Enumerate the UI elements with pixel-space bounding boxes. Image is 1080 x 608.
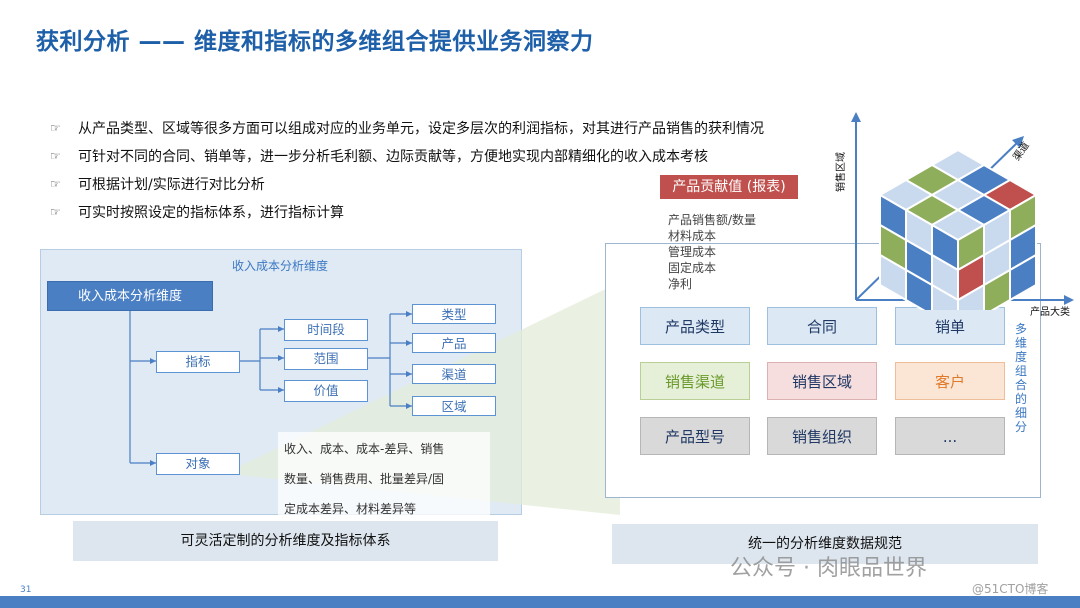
object-line: 数量、销售费用、批量差异/固 bbox=[284, 472, 445, 486]
dimension-cell: 销售组织 bbox=[767, 417, 877, 455]
cube-face bbox=[1009, 253, 1037, 302]
report-item: 净利 bbox=[668, 277, 693, 291]
node-scope: 范围 bbox=[284, 348, 368, 370]
pointing-hand-icon: ☞ bbox=[50, 149, 61, 163]
bullet-text: 从产品类型、区域等很多方面可以组成对应的业务单元，设定多层次的利润指标，对其进行… bbox=[78, 121, 764, 137]
report-item-list: 产品销售额/数量 材料成本 管理成本 固定成本 净利 bbox=[668, 212, 756, 292]
report-item: 管理成本 bbox=[668, 245, 717, 259]
cube-chart-icon bbox=[851, 112, 1074, 310]
dimension-cell: 合同 bbox=[767, 307, 877, 345]
node-object: 对象 bbox=[156, 453, 240, 475]
node-type: 类型 bbox=[412, 304, 496, 324]
dimension-cell: 销单 bbox=[895, 307, 1005, 345]
page-title: 获利分析 —— 维度和指标的多维组合提供业务洞察力 bbox=[36, 29, 594, 55]
object-line: 收入、成本、成本-差异、销售 bbox=[284, 442, 445, 456]
dimension-cell: ... bbox=[895, 417, 1005, 455]
page-number: 31 bbox=[20, 585, 32, 595]
cube-face bbox=[957, 283, 985, 310]
right-caption: 统一的分析维度数据规范 bbox=[612, 524, 1038, 564]
bullet-item: ☞ 可实时按照设定的指标体系，进行指标计算 bbox=[50, 202, 344, 222]
multi-dimension-label: 多维度组合的细分 bbox=[1014, 322, 1027, 434]
left-caption: 可灵活定制的分析维度及指标体系 bbox=[73, 521, 498, 561]
report-badge: 产品贡献值 (报表) bbox=[660, 175, 798, 199]
dimension-cell: 销售区域 bbox=[767, 362, 877, 400]
node-value: 价值 bbox=[284, 380, 368, 402]
node-product: 产品 bbox=[412, 333, 496, 353]
report-item: 产品销售额/数量 bbox=[668, 213, 757, 227]
watermark: 公众号 · 肉眼品世界 bbox=[730, 556, 927, 581]
report-item: 固定成本 bbox=[668, 261, 717, 275]
object-line: 定成本差异、材料差异等 bbox=[284, 502, 417, 516]
bullet-text: 可针对不同的合同、销单等，进一步分析毛利额、边际贡献等，方便地实现内部精细化的收… bbox=[78, 149, 708, 165]
cube-face bbox=[905, 268, 933, 310]
axis-label-y: 销售区域 bbox=[836, 152, 847, 192]
pointing-hand-icon: ☞ bbox=[50, 177, 61, 191]
axis-label-x: 产品大类 bbox=[1030, 307, 1070, 318]
pointing-hand-icon: ☞ bbox=[50, 121, 61, 135]
bullet-item: ☞ 可针对不同的合同、销单等，进一步分析毛利额、边际贡献等，方便地实现内部精细化… bbox=[50, 146, 708, 166]
bullet-item: ☞ 从产品类型、区域等很多方面可以组成对应的业务单元，设定多层次的利润指标，对其… bbox=[50, 118, 764, 138]
watermark-secondary: @51CTO博客 bbox=[972, 582, 1049, 596]
dimension-cell: 客户 bbox=[895, 362, 1005, 400]
cube-face bbox=[931, 283, 959, 310]
root-node: 收入成本分析维度 bbox=[47, 281, 213, 311]
report-item: 材料成本 bbox=[668, 229, 717, 243]
node-time-period: 时间段 bbox=[284, 319, 368, 341]
node-region: 区域 bbox=[412, 396, 496, 416]
pointing-hand-icon: ☞ bbox=[50, 205, 61, 219]
node-indicator: 指标 bbox=[156, 351, 240, 373]
object-description: 收入、成本、成本-差异、销售 数量、销售费用、批量差异/固 定成本差异、材料差异… bbox=[278, 432, 490, 526]
bullet-item: ☞ 可根据计划/实际进行对比分析 bbox=[50, 174, 265, 194]
dimension-cell: 销售渠道 bbox=[640, 362, 750, 400]
bullet-text: 可根据计划/实际进行对比分析 bbox=[78, 177, 265, 193]
dimension-panel-title: 收入成本分析维度 bbox=[231, 259, 328, 273]
bullet-text: 可实时按照设定的指标体系，进行指标计算 bbox=[78, 205, 344, 221]
dimension-cell: 产品型号 bbox=[640, 417, 750, 455]
node-channel: 渠道 bbox=[412, 364, 496, 384]
footer-bar bbox=[0, 596, 1080, 608]
dimension-cell: 产品类型 bbox=[640, 307, 750, 345]
